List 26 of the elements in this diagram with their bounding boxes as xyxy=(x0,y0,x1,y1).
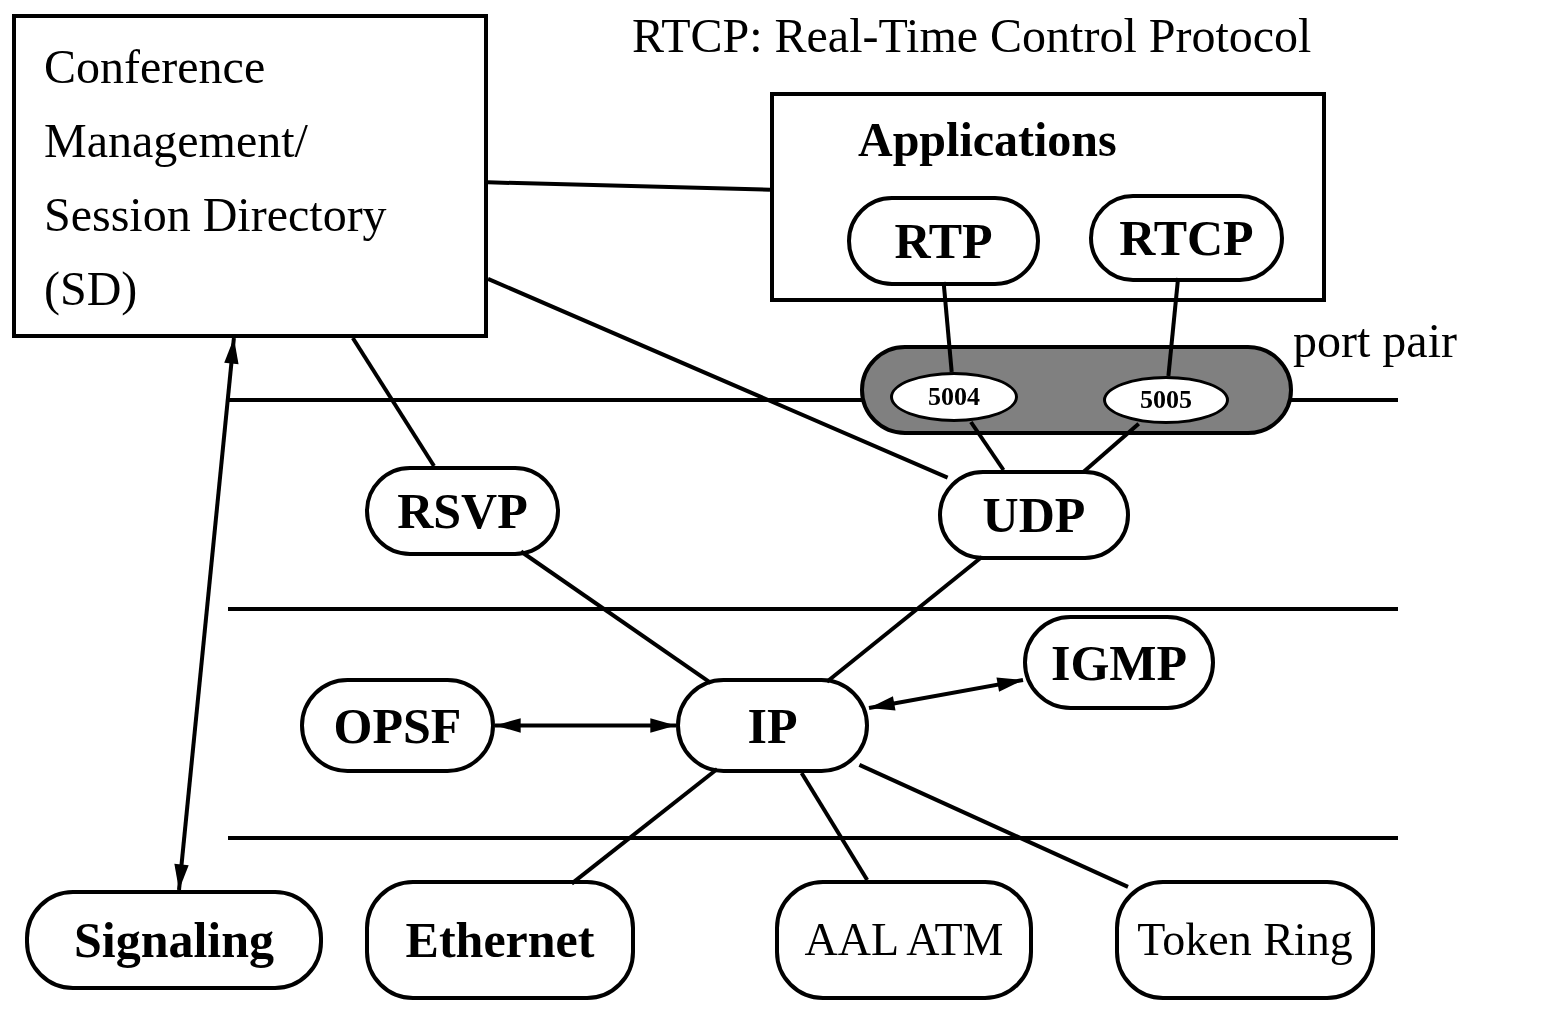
protocol-pill: Ethernet xyxy=(365,880,635,1000)
arrow xyxy=(495,718,676,733)
connector-line xyxy=(969,420,1006,472)
connector-line xyxy=(487,180,771,192)
protocol-pill: UDP xyxy=(938,470,1130,560)
arrow xyxy=(868,677,1024,711)
connector-line xyxy=(519,549,712,685)
protocol-pill: IGMP xyxy=(1023,615,1215,710)
arrow xyxy=(174,337,239,891)
process-box: Conference Management/ Session Directory (SD) xyxy=(12,14,488,338)
band-label: port pair xyxy=(1293,317,1457,365)
protocol-pill: OPSF xyxy=(300,678,495,773)
connector-line xyxy=(799,771,869,882)
protocol-pill: AAL ATM xyxy=(775,880,1033,1000)
protocol-pill: RTCP xyxy=(1089,194,1284,282)
group-box xyxy=(770,92,1326,302)
connector-line xyxy=(487,277,949,480)
connector-line xyxy=(351,336,436,468)
group-title: Applications xyxy=(858,116,1117,164)
protocol-pill: Signaling xyxy=(25,890,323,990)
note-text: RTCP: Real-Time Control Protocol xyxy=(632,12,1312,60)
protocol-pill: RSVP xyxy=(365,466,560,556)
protocol-pill: RTP xyxy=(847,196,1040,286)
protocol-pill: Token Ring xyxy=(1115,880,1375,1000)
protocol-pill: IP xyxy=(676,678,869,773)
connector-line xyxy=(858,763,1129,889)
